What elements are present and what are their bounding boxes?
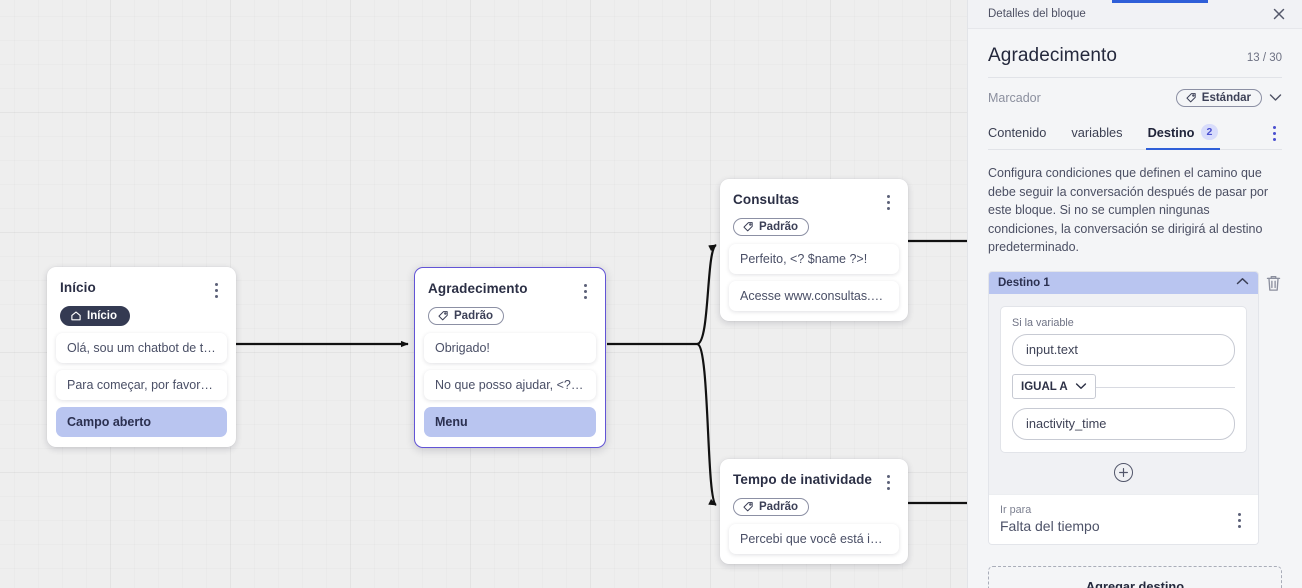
node-messages: Olá, sou um chatbot de teste! Para começ… <box>47 333 236 437</box>
node-message[interactable]: Para começar, por favor digite o ... <box>56 370 227 400</box>
variable-input[interactable]: input.text <box>1012 333 1235 366</box>
tag-icon <box>742 501 754 513</box>
add-condition-row <box>989 453 1258 494</box>
node-message[interactable]: Percebi que você está inativo. C... <box>729 524 899 554</box>
node-tag-label: Padrão <box>759 221 798 233</box>
node-title: Consultas <box>733 192 800 207</box>
node-tag-label: Início <box>87 310 118 322</box>
char-counter: 13 / 30 <box>1246 52 1282 64</box>
tab-label: variables <box>1071 124 1123 140</box>
goto-box[interactable]: Ir para Falta del tiempo <box>989 493 1258 544</box>
flow-node-inicio[interactable]: Início Início Olá, sou um chatbot de tes… <box>47 267 236 447</box>
tag-icon <box>1185 92 1197 104</box>
operator-select[interactable]: IGUAL A <box>1012 374 1096 399</box>
tab-destino[interactable]: Destino 2 <box>1145 117 1221 150</box>
close-icon[interactable] <box>1270 5 1288 23</box>
panel-tabs: Contenido variables Destino 2 <box>988 115 1282 150</box>
tab-label: Contenido <box>988 124 1047 140</box>
node-message-highlighted[interactable]: Campo aberto <box>56 407 227 437</box>
node-message-highlighted[interactable]: Menu <box>424 407 596 437</box>
node-messages: Percebi que você está inativo. C... <box>720 524 908 554</box>
add-destination-button[interactable]: Agregar destino <box>988 565 1282 588</box>
goto-label: Ir para <box>1000 503 1032 516</box>
flow-node-consultas[interactable]: Consultas Padrão Perfeito, <? <box>720 179 908 321</box>
add-destination-label: Agregar destino <box>1085 579 1185 588</box>
block-details-panel: Detalles del bloque Agradecimento 13 / 3… <box>967 0 1302 588</box>
node-tag-row: Padrão <box>720 491 908 524</box>
node-message[interactable]: Obrigado! <box>424 333 596 363</box>
marker-row: Marcador Estándar <box>988 78 1282 115</box>
node-header: Início <box>47 267 236 299</box>
home-icon <box>70 310 82 322</box>
node-tag-row: Início <box>47 299 236 333</box>
operator-label: IGUAL A <box>1021 380 1068 393</box>
node-header: Agradecimento <box>415 268 605 300</box>
node-header: Consultas <box>720 179 908 211</box>
tag-icon <box>437 310 449 322</box>
tab-badge-count: 2 <box>1200 124 1219 140</box>
node-tag-label: Padrão <box>759 501 798 513</box>
node-tag-row: Padrão <box>415 300 605 333</box>
panel-body: Agradecimento 13 / 30 Marcador Estándar <box>968 29 1302 588</box>
marker-badge-label: Estándar <box>1201 92 1251 104</box>
panel-topbar: Detalles del bloque <box>968 0 1302 29</box>
marker-badge[interactable]: Estándar <box>1175 89 1262 107</box>
destination-header[interactable]: Destino 1 <box>989 271 1258 294</box>
marker-label: Marcador <box>988 91 1041 105</box>
node-tag-badge[interactable]: Padrão <box>733 498 809 516</box>
connector-lines <box>236 239 967 506</box>
block-title-row: Agradecimento 13 / 30 <box>988 29 1282 78</box>
node-tag-badge[interactable]: Padrão <box>428 307 504 325</box>
page-title: Agradecimento <box>988 45 1118 66</box>
flow-node-tempo-inatividade[interactable]: Tempo de inatividade Padrão P <box>720 459 908 564</box>
flow-canvas[interactable]: Início Início Olá, sou um chatbot de tes… <box>0 0 967 588</box>
node-title: Agradecimento <box>428 281 528 296</box>
node-menu-button[interactable] <box>880 473 896 491</box>
marker-control[interactable]: Estándar <box>1175 89 1282 107</box>
goto-text: Ir para Falta del tiempo <box>1000 504 1100 534</box>
node-menu-button[interactable] <box>577 282 593 300</box>
plus-circle-icon[interactable] <box>1114 462 1133 482</box>
destino-description: Configura condiciones que definen el cam… <box>988 166 1269 254</box>
node-title: Início <box>60 280 96 295</box>
node-message[interactable]: Perfeito, <? $name ?>! <box>729 244 899 274</box>
chevron-down-icon <box>1075 381 1087 393</box>
node-message[interactable]: Acesse www.consultas.com par... <box>729 281 899 311</box>
goto-menu-button[interactable] <box>1231 512 1247 530</box>
node-message[interactable]: No que posso ajudar, <? $name ... <box>424 370 596 400</box>
trash-icon[interactable] <box>1265 274 1282 294</box>
node-tag-label: Padrão <box>454 310 493 322</box>
node-menu-button[interactable] <box>880 193 896 211</box>
operator-row: IGUAL A <box>1012 373 1235 401</box>
node-tag-row: Padrão <box>720 211 908 244</box>
destination-card: Destino 1 Si la variable input.text <box>988 270 1259 545</box>
compare-value-input[interactable]: inactivity_time <box>1012 407 1235 440</box>
panel-overflow-menu-button[interactable] <box>1266 125 1282 143</box>
flow-node-agradecimento[interactable]: Agradecimento Padrão Obrigado <box>414 267 606 448</box>
condition-box: Si la variable input.text IGUAL A <box>1000 305 1247 453</box>
tab-label: Destino <box>1147 124 1195 140</box>
tab-variables[interactable]: variables <box>1071 118 1122 149</box>
node-tag-badge[interactable]: Início <box>60 306 131 326</box>
browser-tab-indicator <box>1112 0 1208 3</box>
node-title: Tempo de inatividade <box>733 472 873 487</box>
condition-label: Si la variable <box>1012 316 1074 329</box>
node-messages: Obrigado! No que posso ajudar, <? $name … <box>415 333 605 437</box>
destination-header-label: Destino 1 <box>998 276 1050 289</box>
node-header: Tempo de inatividade <box>720 459 908 491</box>
tag-icon <box>742 221 754 233</box>
tab-contenido[interactable]: Contenido <box>988 118 1046 149</box>
panel-topbar-title: Detalles del bloque <box>988 8 1086 20</box>
chevron-down-icon[interactable] <box>1269 92 1282 104</box>
destination-1-wrapper: Destino 1 Si la variable input.text <box>988 270 1282 545</box>
node-menu-button[interactable] <box>208 281 224 299</box>
node-tag-badge[interactable]: Padrão <box>733 218 809 236</box>
node-messages: Perfeito, <? $name ?>! Acesse www.consul… <box>720 244 908 311</box>
chevron-up-icon[interactable] <box>1236 277 1249 289</box>
goto-value: Falta del tiempo <box>1000 517 1100 534</box>
node-message[interactable]: Olá, sou um chatbot de teste! <box>56 333 227 363</box>
